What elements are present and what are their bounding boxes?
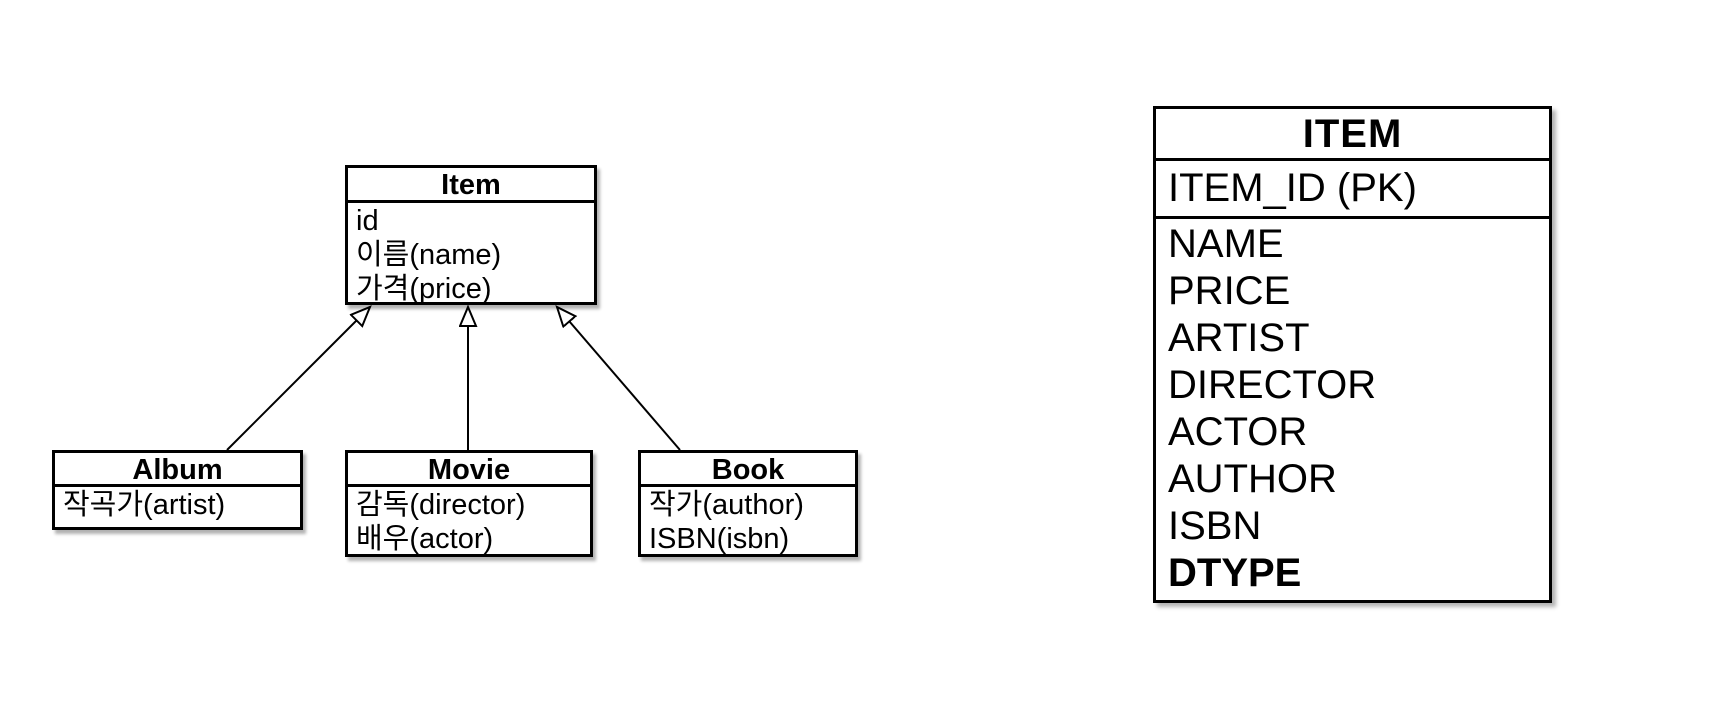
db-column-dtype: DTYPE [1168, 551, 1302, 595]
attribute-actor: 배우(actor) [356, 523, 494, 555]
db-column-actor: ACTOR [1168, 410, 1308, 454]
attribute-director: 감독(director) [356, 489, 526, 521]
class-name-movie: Movie [348, 453, 590, 487]
generalization-arrow-book [557, 307, 681, 451]
db-column-price: PRICE [1168, 269, 1291, 313]
attribute-price: 가격(price) [356, 273, 492, 305]
class-attributes-album: 작곡가(artist) [55, 487, 300, 522]
class-name-item: Item [348, 168, 594, 203]
attribute-id: id [356, 205, 379, 237]
class-name-book: Book [641, 453, 855, 487]
class-attributes-book: 작가(author) ISBN(isbn) [641, 487, 855, 556]
db-table-item: ITEM ITEM_ID (PK) NAME PRICE ARTIST DIRE… [1153, 106, 1552, 603]
db-column-name: NAME [1168, 222, 1284, 266]
db-table-title: ITEM [1156, 109, 1549, 161]
attribute-isbn: ISBN(isbn) [649, 523, 790, 555]
class-box-item: Item id 이름(name) 가격(price) [345, 165, 597, 305]
generalization-arrow-album [226, 307, 370, 451]
class-attributes-item: id 이름(name) 가격(price) [348, 203, 594, 306]
class-attributes-movie: 감독(director) 배우(actor) [348, 487, 590, 556]
db-column-isbn: ISBN [1168, 504, 1262, 548]
attribute-author: 작가(author) [649, 489, 804, 521]
class-box-movie: Movie 감독(director) 배우(actor) [345, 450, 593, 557]
class-box-book: Book 작가(author) ISBN(isbn) [638, 450, 858, 557]
class-name-album: Album [55, 453, 300, 487]
attribute-artist: 작곡가(artist) [63, 489, 226, 521]
db-column-author: AUTHOR [1168, 457, 1337, 501]
db-column-director: DIRECTOR [1168, 363, 1377, 407]
db-column-artist: ARTIST [1168, 316, 1310, 360]
db-column-list: NAME PRICE ARTIST DIRECTOR ACTOR AUTHOR … [1156, 219, 1549, 597]
attribute-name: 이름(name) [356, 239, 502, 271]
class-box-album: Album 작곡가(artist) [52, 450, 303, 530]
db-primary-key-row: ITEM_ID (PK) [1156, 161, 1549, 219]
